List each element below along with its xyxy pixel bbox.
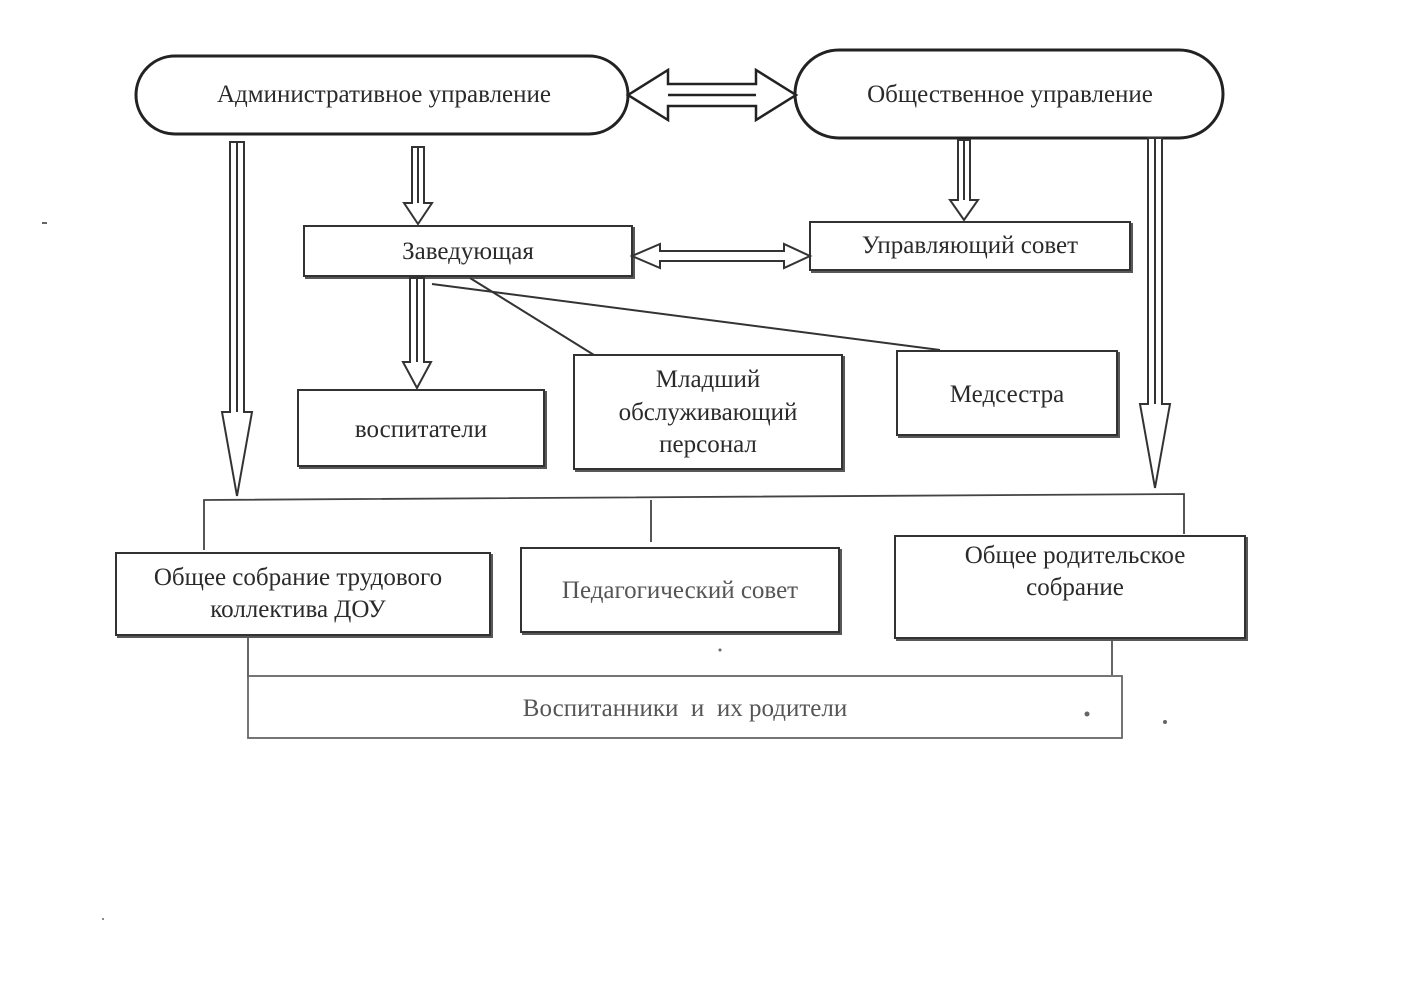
scan-artifacts xyxy=(42,222,1167,920)
line-head-to-nurse xyxy=(431,283,941,351)
arrow-public-to-board xyxy=(948,139,980,222)
pupils-label: Воспитанники и их родители xyxy=(522,694,848,722)
arrow-admin-to-head xyxy=(402,146,434,226)
double-arrow-head-board xyxy=(629,242,813,270)
junior-staff-label: Младший обслуживающий персонал xyxy=(618,366,798,459)
pupils-node xyxy=(247,675,1123,739)
head-label: Заведующая xyxy=(402,237,534,265)
pedagogical-council-node xyxy=(520,547,840,633)
general-meeting-node xyxy=(115,552,491,636)
teachers-label: воспитатели xyxy=(354,415,488,443)
parents-meeting-label: Общее родительское собрание xyxy=(964,541,1186,602)
nurse-label: Медсестра xyxy=(949,380,1065,408)
councils-connector xyxy=(203,493,1185,550)
board-label: Управляющий совет xyxy=(861,231,1079,259)
head-node xyxy=(303,225,633,277)
line-head-to-junior-staff xyxy=(469,277,595,356)
pedagogical-council-label: Педагогический совет xyxy=(561,576,799,604)
junior-staff-node xyxy=(573,354,843,470)
admin-management-label: Административное управление xyxy=(216,80,552,108)
nurse-node xyxy=(896,350,1118,436)
arrow-admin-to-councils xyxy=(220,141,254,497)
double-arrow-admin-public xyxy=(625,67,799,123)
arrow-public-to-councils xyxy=(1138,137,1172,489)
teachers-node xyxy=(297,389,545,467)
arrow-head-to-teachers xyxy=(401,277,433,391)
general-meeting-label: Общее собрание трудового коллектива ДОУ xyxy=(153,563,443,624)
parents-meeting-node xyxy=(894,535,1246,639)
public-management-label: Общественное управление xyxy=(867,80,1153,108)
board-node xyxy=(809,221,1131,271)
